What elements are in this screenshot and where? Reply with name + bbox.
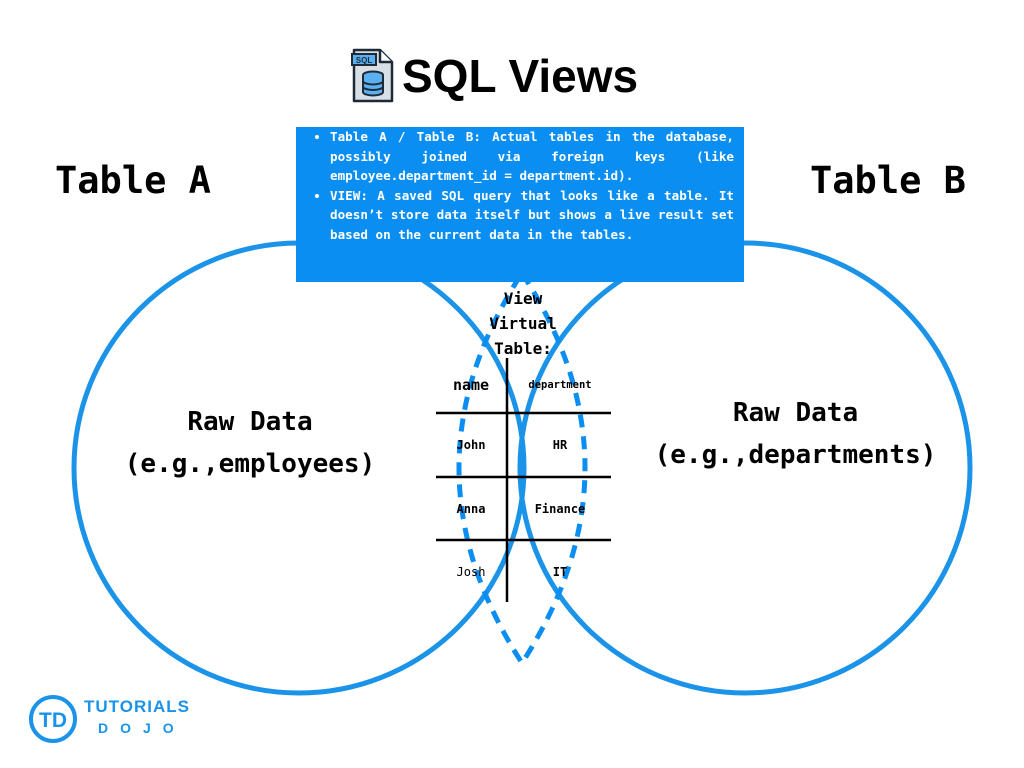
table-a-label: Table A bbox=[55, 159, 211, 202]
explanation-list: Table A / Table B: Actual tables in the … bbox=[308, 127, 734, 244]
view-table-cell: Finance bbox=[534, 502, 586, 516]
table-b-raw-title: Raw Data bbox=[732, 398, 859, 428]
view-label-line: Table: bbox=[494, 339, 552, 358]
view-table-header-name: name bbox=[452, 376, 490, 394]
view-intersection-outline bbox=[456, 268, 588, 668]
table-b-raw-example: (e.g.,departments) bbox=[654, 440, 937, 470]
explanation-item: Table A / Table B: Actual tables in the … bbox=[330, 127, 734, 186]
view-label: View Virtual Table: bbox=[468, 286, 578, 361]
logo-bottom-text: DOJO bbox=[98, 720, 186, 737]
table-b-raw-data: Raw Data (e.g.,departments) bbox=[628, 392, 963, 476]
logo-top-text: TUTORIALS bbox=[84, 697, 190, 717]
page-title-text: SQL Views bbox=[402, 50, 639, 102]
page-title: SQL SQL Views bbox=[350, 48, 638, 104]
tutorials-dojo-logo: TD TUTORIALS DOJO bbox=[28, 694, 190, 744]
table-a-raw-example: (e.g.,employees) bbox=[124, 449, 376, 479]
sql-database-file-icon: SQL bbox=[351, 48, 394, 103]
explanation-box: Table A / Table B: Actual tables in the … bbox=[296, 127, 744, 282]
view-table-lines bbox=[436, 358, 611, 602]
view-table-cell: Josh bbox=[456, 565, 486, 579]
logo-wordmark: TUTORIALS DOJO bbox=[84, 698, 190, 739]
view-table-cell: John bbox=[456, 438, 486, 452]
td-logo-icon: TD bbox=[29, 695, 77, 743]
explanation-item: VIEW: A saved SQL query that looks like … bbox=[330, 186, 734, 245]
view-table-cell: HR bbox=[552, 438, 568, 452]
sql-badge-text: SQL bbox=[356, 56, 373, 65]
view-table-cell: IT bbox=[552, 565, 568, 579]
view-table-header-department: department bbox=[528, 379, 592, 391]
table-a-raw-data: Raw Data (e.g.,employees) bbox=[95, 401, 405, 485]
table-a-raw-title: Raw Data bbox=[187, 407, 313, 437]
table-b-circle bbox=[517, 240, 973, 696]
td-logo-mark: TD bbox=[39, 709, 67, 732]
view-label-line: View bbox=[503, 289, 543, 308]
view-table-cell: Anna bbox=[456, 502, 486, 516]
table-b-label: Table B bbox=[810, 159, 966, 202]
view-label-line: Virtual bbox=[489, 314, 557, 333]
